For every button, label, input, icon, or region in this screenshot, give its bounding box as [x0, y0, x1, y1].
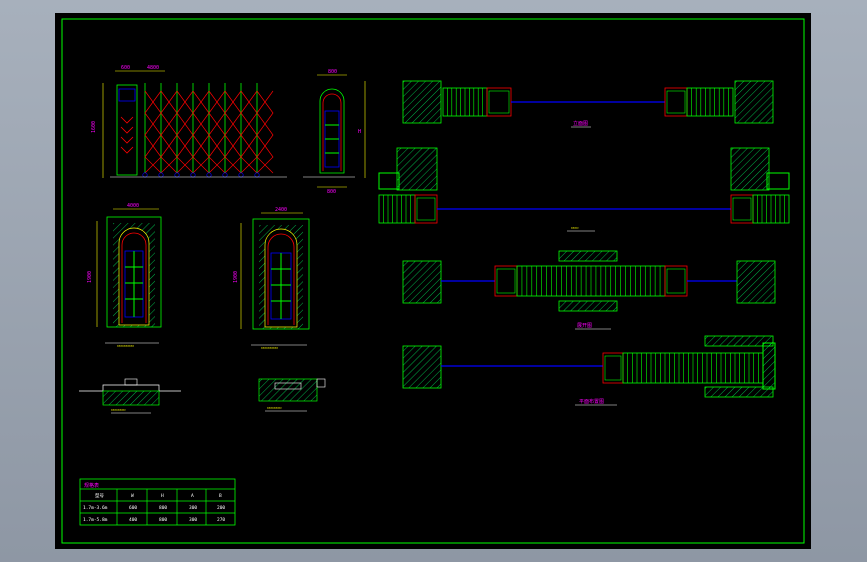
table-cell: 270	[217, 517, 225, 523]
table-cell: 600	[129, 505, 137, 511]
dim-door-width: 800	[328, 69, 337, 75]
table-cell: 300	[189, 505, 197, 511]
table-cell: 400	[129, 517, 137, 523]
foundation-detail-a: ▭▭▭▭▭▭	[79, 378, 181, 414]
dim-section-a-height: 1900	[87, 271, 93, 283]
plan-views	[378, 80, 790, 398]
foundation-detail-b: ▭▭▭▭▭▭	[258, 378, 326, 412]
caption-section-a: ▭▭▭▭▭▭▭	[117, 343, 134, 348]
table-header-cell: H	[161, 493, 164, 499]
dim-section-b-width: 2400	[275, 207, 287, 213]
spec-table: 规格表 型号 W H A B 1.7m-3.6m 600 800 300 200 1.7m-5.8m…	[79, 478, 236, 526]
caption-plan-2: ▭▭▭	[571, 225, 579, 230]
dim-door-foot: 800	[327, 189, 336, 195]
cad-drawing: 600 4800 1600 800 H 800 4000 1900	[61, 18, 805, 544]
drawing-sheet: 600 4800 1600 800 H 800 4000 1900	[55, 13, 811, 549]
dim-section-a-width: 4000	[127, 203, 139, 209]
table-cell: 300	[189, 517, 197, 523]
table-cell: 800	[159, 505, 167, 511]
table-cell: 800	[159, 517, 167, 523]
dim-elev-height: 1600	[91, 121, 97, 133]
table-title: 规格表	[84, 482, 99, 489]
table-header-cell: 型号	[95, 492, 104, 499]
gate-elevation: 600 4800 1600	[91, 65, 287, 178]
caption-plan-4: 平面布置图	[579, 398, 604, 405]
section-a: 4000 1900 ▭▭▭▭▭▭▭	[87, 203, 162, 348]
dim-door-height: H	[358, 129, 361, 135]
caption-foundation-a: ▭▭▭▭▭▭	[111, 407, 126, 412]
table-header-cell: W	[131, 493, 134, 499]
sheet-border	[61, 18, 805, 544]
dim-elev-width-a: 600	[121, 65, 130, 71]
caption-section-b: ▭▭▭▭▭▭▭	[261, 345, 278, 350]
dim-section-b-height: 1900	[233, 271, 239, 283]
table-cell: 200	[217, 505, 225, 511]
table-header-cell: B	[219, 493, 222, 499]
section-b: 2400 1900 ▭▭▭▭▭▭▭	[233, 207, 310, 350]
table-header-cell: A	[191, 493, 194, 499]
plan-captions: 立面图 ▭▭▭ 展开图 平面布置图	[567, 120, 617, 406]
caption-plan-3: 展开图	[577, 323, 592, 329]
door-elevation: 800 H 800	[303, 69, 366, 195]
table-cell: 1.7m-5.8m	[83, 517, 108, 523]
caption-foundation-b: ▭▭▭▭▭▭	[267, 405, 282, 410]
dim-elev-width-b: 4800	[147, 65, 159, 71]
table-cell: 1.7m-3.6m	[83, 505, 108, 511]
caption-plan-1: 立面图	[573, 120, 588, 127]
